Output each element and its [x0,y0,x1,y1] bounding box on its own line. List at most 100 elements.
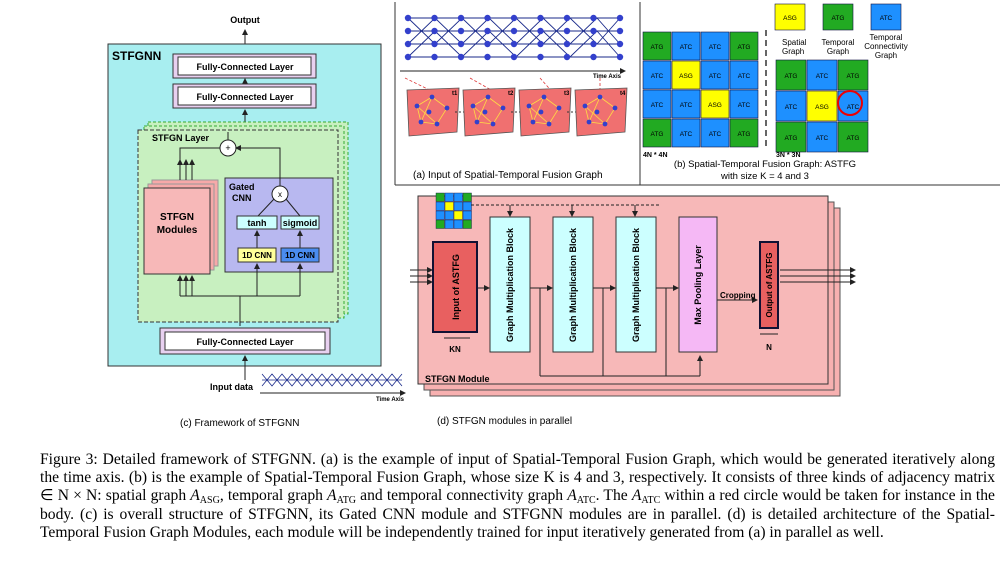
output-astfg-box [759,241,779,329]
caption-part-4: . The [595,487,632,505]
chain-node [563,14,571,22]
plane-node [414,103,420,109]
panel-a-caption: (a) Input of Spatial-Temporal Fusion Gra… [413,170,603,181]
stfgn-modules [143,187,211,275]
gmb-3-label: Graph Multiplication Block [631,227,641,342]
matrix-cell-label: ATC [738,73,751,80]
mini-matrix-cell [453,219,463,229]
stfgn-layer-label: STFGN Layer [152,133,210,143]
caption-part-5: within a red circle would be taken for i… [40,487,995,541]
matrix-cell-label: ATC [680,131,693,138]
chain-node [590,14,597,22]
mini-matrix-cell [435,210,445,220]
tanh-box [236,215,278,230]
matrix-cell-label: ATC [847,104,860,111]
chain-node [510,14,518,22]
chain-node [537,14,544,22]
plane-edges [584,96,616,125]
chain-node [457,27,465,35]
caption-atg: ATG [336,495,357,507]
kn-label: KN [449,345,461,354]
mini-matrix-cell [435,201,445,211]
chain-node [616,27,624,35]
chain-node [431,14,438,22]
stfgn-modules-label-2: Modules [157,225,198,236]
mini-matrix-cell [453,210,463,220]
matrix-cell [729,60,759,90]
time-step-label: t2 [508,91,514,97]
chain-node [510,40,518,48]
plane-node [470,103,476,109]
cnn2-box [280,247,320,263]
chain-node [590,53,597,61]
caption-part-3: and temporal connectivity graph [356,487,568,505]
mini-matrix-cell [435,192,445,202]
chain-node [563,53,571,61]
input-astfg-box [432,241,478,333]
time-step-label: t1 [452,91,458,97]
chain-node [590,27,597,35]
legend-text-3c: Graph [875,51,897,60]
matrix-cell [642,118,672,148]
chain-node [484,53,491,61]
legend-text-1a: Spatial [782,38,807,47]
matrix-cell [671,60,701,90]
temporal-chain [407,17,621,58]
matrix-cell [671,118,701,148]
matrix-cell [806,59,838,91]
legend-text-2b: Graph [827,47,849,56]
legend-swatch [822,3,854,31]
n-label: N [766,343,772,352]
cropping-label: Cropping [720,291,756,300]
gated-label-1: Gated [229,182,255,192]
caption-atc-2: ATC [641,495,661,507]
legend-text-1b: Graph [782,47,804,56]
matrix-cell-label: ATG [651,131,664,138]
fc-bottom-label: Fully-Connected Layer [196,337,294,347]
stfgnn-title: STFGNN [112,49,161,63]
matrix-cell-label: ATC [709,44,722,51]
mini-matrix-cell [444,210,454,220]
chain-node [616,14,624,22]
panel-c: Output STFGNN Fully-Connected Layer Full… [107,15,406,429]
matrix-cell-label: ATG [738,44,751,51]
mini-matrix-cell [462,219,472,229]
svg-text:x: x [278,190,282,199]
mini-matrix-cell [462,201,472,211]
fc-top-2-label: Fully-Connected Layer [196,92,294,102]
plane-node [594,109,600,115]
chain-node [431,27,438,35]
svg-text:+: + [225,143,230,153]
output-label: Output [230,15,260,25]
matrix-cell-label: ATG [785,135,798,142]
chain-node [590,40,597,48]
plane-edges [472,96,504,125]
matrix-cell [775,90,807,122]
plane-node [418,119,424,125]
gmb-2-label: Graph Multiplication Block [568,227,578,342]
chain-node [457,40,465,48]
plane-node [612,105,618,111]
sigmoid-box [280,215,320,230]
chain-node [510,27,518,35]
gmb-3 [615,216,657,353]
legend-swatch-label: ATG [832,15,845,22]
chain-node [537,40,544,48]
mini-matrix-cell [462,210,472,220]
matrix-cell [775,59,807,91]
mini-matrix [435,192,472,229]
caption-asg: ASG [199,495,220,507]
fc-top-1 [177,56,312,76]
gmb-1 [489,216,531,353]
chain-node [510,53,518,61]
plane-node [602,121,608,127]
chain-node [484,40,491,48]
matrix-cell [806,121,838,153]
matrix-cell-label: ATC [816,73,829,80]
input-astfg-label: Input of ASTFG [451,254,461,320]
matrix-cell-label: ATG [847,135,860,142]
plane-node [426,109,432,115]
